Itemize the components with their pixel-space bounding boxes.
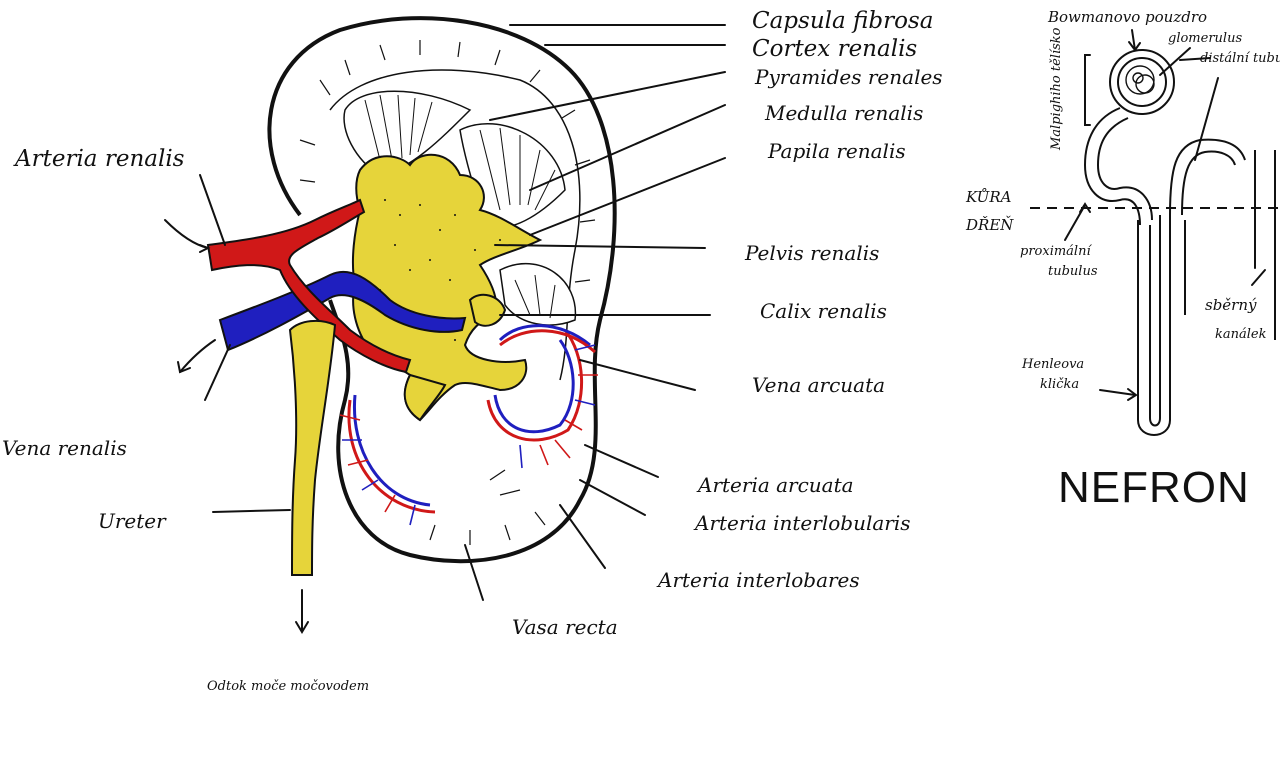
label-cortex-renalis: Cortex renalis [752,36,917,62]
label-arteria-arcuata: Arteria arcuata [696,473,854,497]
label-proximalni-1: proximální [1020,244,1092,259]
renal-artery [206,198,412,374]
arcuate-vessels [347,324,597,514]
label-papila-renalis: Papila renalis [767,139,906,163]
label-glomerulus: glomerulus [1168,31,1242,46]
distal-tubule-inner [1181,150,1236,216]
pyramid-striations [364,94,556,319]
label-odtok: Odtok moče močovodem [207,679,369,694]
label-vena-renalis: Vena renalis [2,436,127,460]
nephron-labels: Bowmanovo pouzdro glomerulus distální tu… [965,8,1280,512]
label-ureter: Ureter [98,509,167,533]
label-sberny-1: sběrný [1205,296,1257,314]
label-distalni-tubulus: distální tubulus [1200,51,1280,66]
label-henleova-2: klička [1040,377,1079,392]
label-arteria-interlobularis: Arteria interlobularis [693,511,911,535]
cortex-marks [299,40,596,545]
kidney-leader-lines [164,24,726,634]
label-calix-renalis: Calix renalis [760,299,887,323]
renal-pelvis [351,153,543,422]
renal-vein [218,270,467,352]
bowman-capsule-inner [1117,57,1167,107]
label-kura: KŮRA [965,188,1012,206]
kidney-labels: Capsula fibrosa Cortex renalis Pyramides… [2,8,943,694]
label-vasa-recta: Vasa recta [512,615,618,639]
calix-tube [468,293,507,327]
label-dren: DŘEŇ [965,216,1014,234]
henle-loop-outer [1137,215,1171,436]
label-malpighiho-telisko: Malpighiho tělísko [1049,27,1064,151]
bowman-capsule [1109,49,1175,115]
lower-calix [403,373,447,422]
nephron-title: NEFRON [1058,463,1250,512]
pyramid-1 [343,90,472,176]
proximal-tubule-inner [1096,117,1153,221]
label-capsula-fibrosa: Capsula fibrosa [752,8,933,34]
label-bowmanovo-pouzdro: Bowmanovo pouzdro [1047,8,1207,26]
label-pelvis-renalis: Pelvis renalis [744,241,879,265]
label-arteria-renalis: Arteria renalis [13,146,185,172]
label-pyramides-renales: Pyramides renales [754,65,943,89]
glomerulus [1125,65,1155,95]
nephron-leader-lines [1064,29,1266,401]
henle-loop-inner [1149,215,1161,427]
label-proximalni-2: tubulus [1048,264,1098,279]
proximal-tubule-outer [1083,107,1141,226]
interlobular-vessels [339,344,598,526]
label-medulla-renalis: Medulla renalis [764,101,923,125]
label-arteria-interlobares: Arteria interlobares [656,568,860,592]
label-sberny-2: kanálek [1215,327,1267,342]
ureter [288,319,337,576]
label-vena-arcuata: Vena arcuata [752,373,885,397]
label-henleova-1: Henleova [1021,357,1084,372]
kidney-illustration [206,16,617,576]
